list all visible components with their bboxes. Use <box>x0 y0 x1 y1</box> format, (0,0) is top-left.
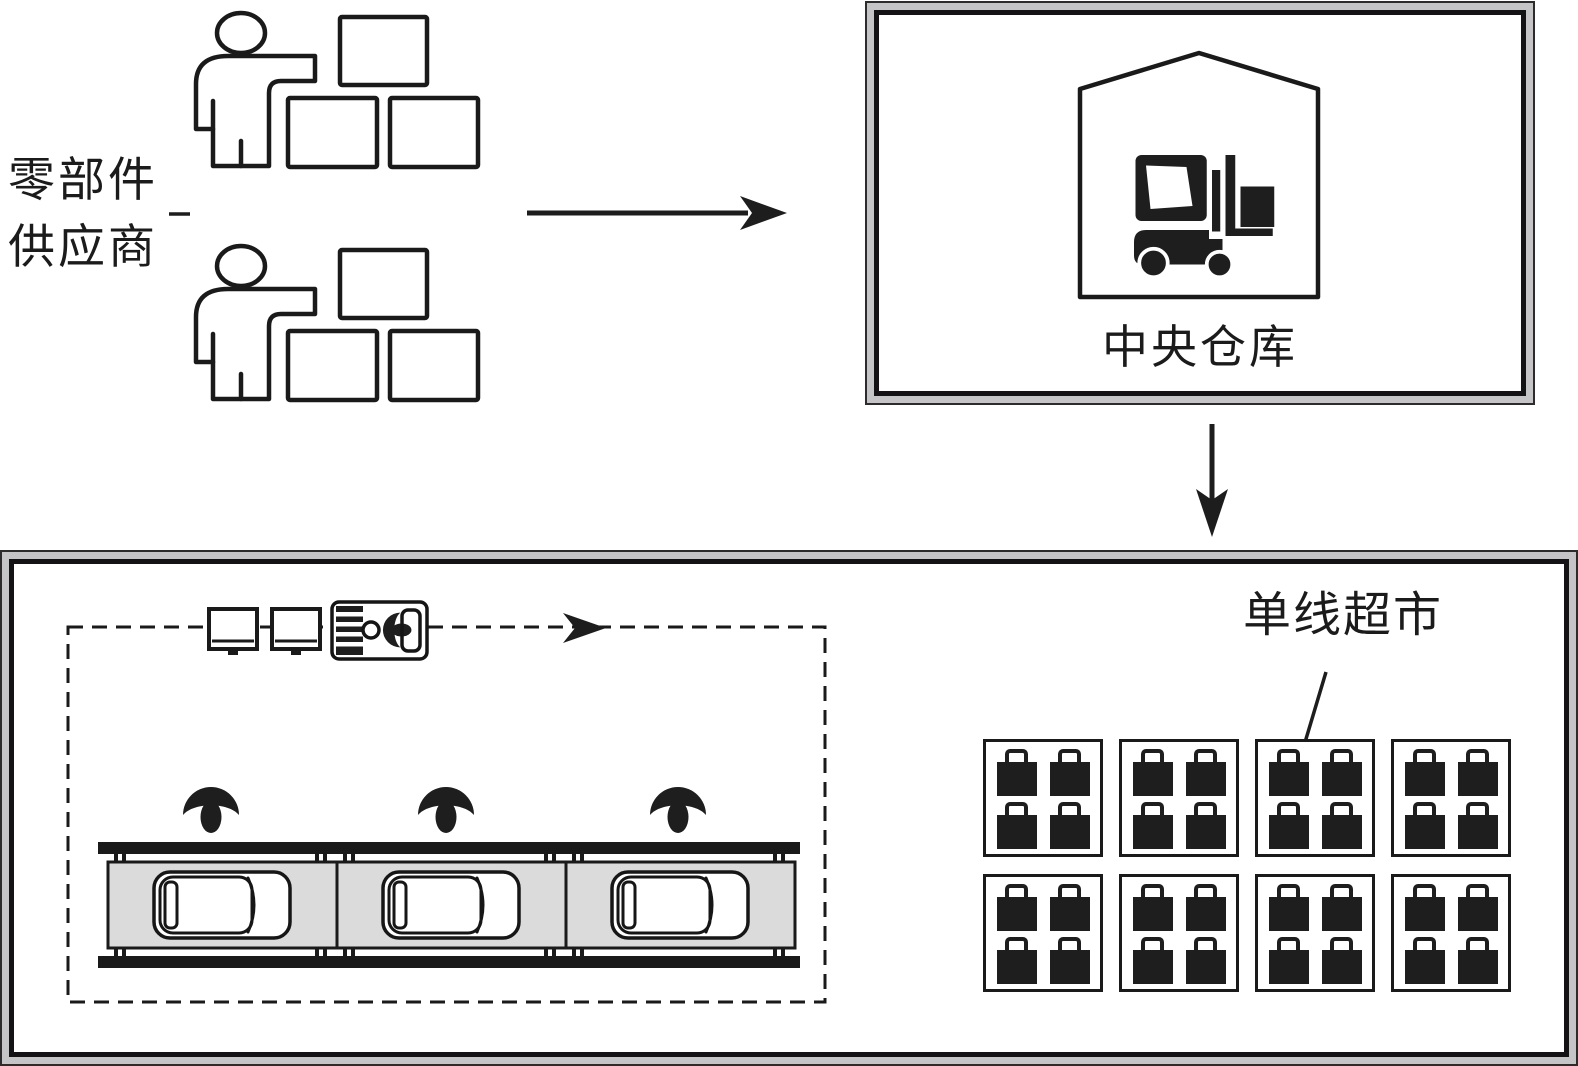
bag-icon <box>1132 936 1173 984</box>
supermarket-block <box>1391 739 1511 857</box>
bag-icon <box>1404 748 1445 796</box>
arrow-right-head-icon <box>740 196 787 230</box>
factory-frame: 单线超市 <box>0 550 1578 1066</box>
supplier-label: 零部件 供应商 <box>8 148 158 281</box>
worker-icon <box>650 787 706 833</box>
factory-frame-inner: 单线超市 <box>9 559 1569 1057</box>
bag-icon <box>1321 936 1362 984</box>
car-icon <box>152 870 292 940</box>
bag-icon <box>1185 883 1226 931</box>
conveyor-rail-bottom <box>98 956 800 968</box>
warehouse-graphic <box>1077 50 1321 300</box>
supermarket-block <box>983 874 1103 992</box>
supermarket-leader-line <box>1301 671 1328 750</box>
warehouse-frame-inner: 中央仓库 <box>874 10 1526 396</box>
bag-icon <box>1185 936 1226 984</box>
bag-icon <box>1132 883 1173 931</box>
bag-icon <box>1457 748 1498 796</box>
bag-icon <box>1049 883 1090 931</box>
supplier-label-line1: 零部件 <box>8 155 158 207</box>
warehouse-frame: 中央仓库 <box>865 1 1535 405</box>
bag-icon <box>1457 883 1498 931</box>
assembly-line <box>98 842 800 968</box>
supermarket-grid <box>983 739 1511 992</box>
supermarket-block <box>1119 739 1239 857</box>
conveyor-rail-top <box>98 842 800 854</box>
warehouse-label: 中央仓库 <box>1102 322 1298 373</box>
bag-icon <box>1321 748 1362 796</box>
worker-icon <box>183 787 239 833</box>
forklift-icon <box>1134 155 1275 280</box>
supplier-label-line2: 供应商 <box>8 221 158 274</box>
tugger-tractor-icon <box>330 600 429 661</box>
bag-icon <box>1457 936 1498 984</box>
supermarket-block <box>1119 874 1239 992</box>
bag-icon <box>1404 883 1445 931</box>
car-icon <box>610 870 750 940</box>
bag-icon <box>1321 801 1362 849</box>
bag-icon <box>996 936 1037 984</box>
bag-icon <box>1049 748 1090 796</box>
supermarket-block <box>1255 739 1375 857</box>
bag-icon <box>1321 883 1362 931</box>
bag-icon <box>996 748 1037 796</box>
bag-icon <box>1457 801 1498 849</box>
bag-icon <box>1049 936 1090 984</box>
bag-icon <box>1185 801 1226 849</box>
route-dashed-path <box>66 625 827 1004</box>
bag-icon <box>1132 748 1173 796</box>
bag-icon <box>1404 801 1445 849</box>
bag-icon <box>1185 748 1226 796</box>
supermarket-block <box>1391 874 1511 992</box>
supermarket-label: 单线超市 <box>1242 589 1443 642</box>
car-icon <box>381 870 521 940</box>
bag-icon <box>1268 748 1309 796</box>
supermarket-block <box>1255 874 1375 992</box>
bag-icon <box>1132 801 1173 849</box>
bag-icon <box>996 801 1037 849</box>
bag-icon <box>1268 801 1309 849</box>
supermarket-block <box>983 739 1103 857</box>
bag-icon <box>1268 883 1309 931</box>
arrow-down-head-icon <box>1196 489 1228 537</box>
bag-icon <box>996 883 1037 931</box>
bag-icon <box>1268 936 1309 984</box>
bag-icon <box>1049 801 1090 849</box>
tugger-cart-icon <box>270 607 322 657</box>
worker-icon <box>418 787 474 833</box>
bag-icon <box>1404 936 1445 984</box>
factory-graphic <box>66 600 1328 1004</box>
route-arrow-icon <box>563 613 606 643</box>
tugger-cart-icon <box>207 607 259 657</box>
